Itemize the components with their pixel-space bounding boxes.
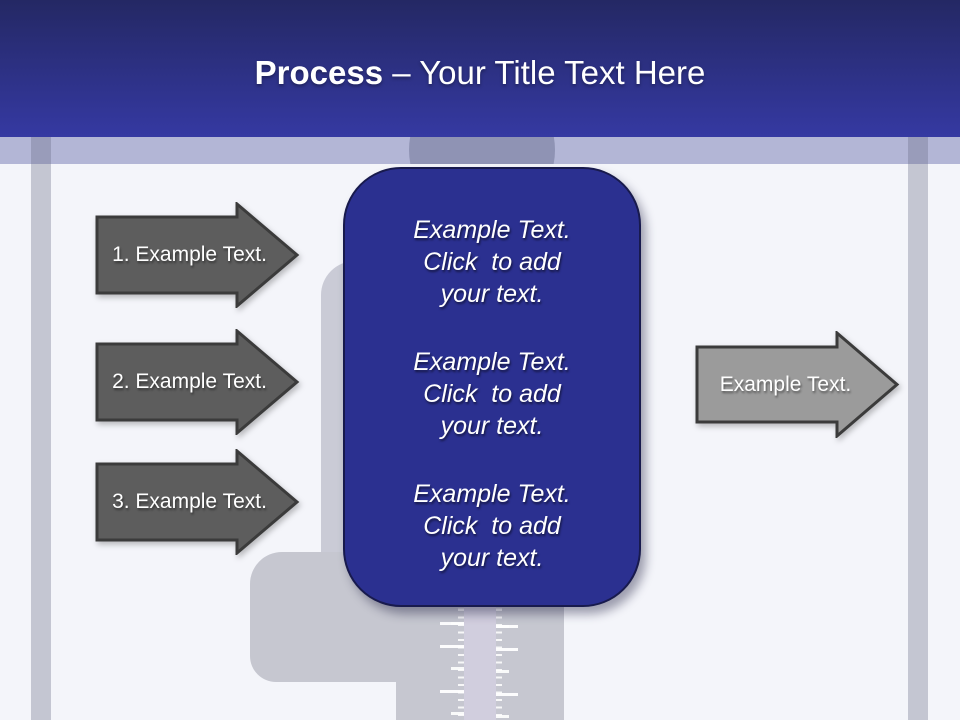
right-arrow-icon: [95, 329, 300, 435]
title-rest: – Your Title Text Here: [383, 54, 706, 91]
text-line: Example Text.: [413, 480, 571, 508]
ruler-ticks-left: [440, 607, 464, 720]
person-head-silhouette: [409, 137, 555, 164]
arrow-label: Example Text.: [719, 372, 852, 396]
text-line: Click to add: [423, 380, 561, 408]
process-arrow-output[interactable]: Example Text.: [695, 331, 900, 438]
slide-header: Process – Your Title Text Here: [0, 0, 960, 137]
left-edge-bar: [31, 137, 51, 720]
ruler-column: [464, 607, 496, 720]
right-arrow-icon: [95, 202, 300, 308]
text-line: your text.: [440, 412, 544, 440]
text-block-1[interactable]: Example Text. Click to add your text.: [363, 214, 621, 310]
text-line: your text.: [440, 544, 544, 572]
ruler-ticks-right: [496, 607, 518, 720]
arrow-label: 2. Example Text.: [112, 370, 267, 393]
right-edge-bar: [908, 137, 928, 720]
arrow-label: 3. Example Text.: [112, 490, 267, 513]
text-line: your text.: [440, 280, 544, 308]
process-arrow-1[interactable]: 1. Example Text.: [95, 202, 300, 308]
text-block-3[interactable]: Example Text. Click to add your text.: [363, 478, 621, 574]
center-text-box[interactable]: Example Text. Click to add your text. Ex…: [343, 167, 641, 607]
process-arrow-2[interactable]: 2. Example Text.: [95, 329, 300, 435]
text-line: Click to add: [423, 248, 561, 276]
text-line: Click to add: [423, 512, 561, 540]
text-line: Example Text.: [413, 216, 571, 244]
title-emphasis: Process: [254, 54, 384, 91]
arrow-label: 1. Example Text.: [112, 243, 267, 266]
text-block-2[interactable]: Example Text. Click to add your text.: [363, 346, 621, 442]
process-arrow-3[interactable]: 3. Example Text.: [95, 449, 300, 555]
page-title[interactable]: Process – Your Title Text Here: [0, 54, 960, 92]
text-line: Example Text.: [413, 348, 571, 376]
header-shadow-band: [0, 137, 960, 164]
right-arrow-icon: [95, 449, 300, 555]
right-arrow-icon: [695, 331, 900, 438]
